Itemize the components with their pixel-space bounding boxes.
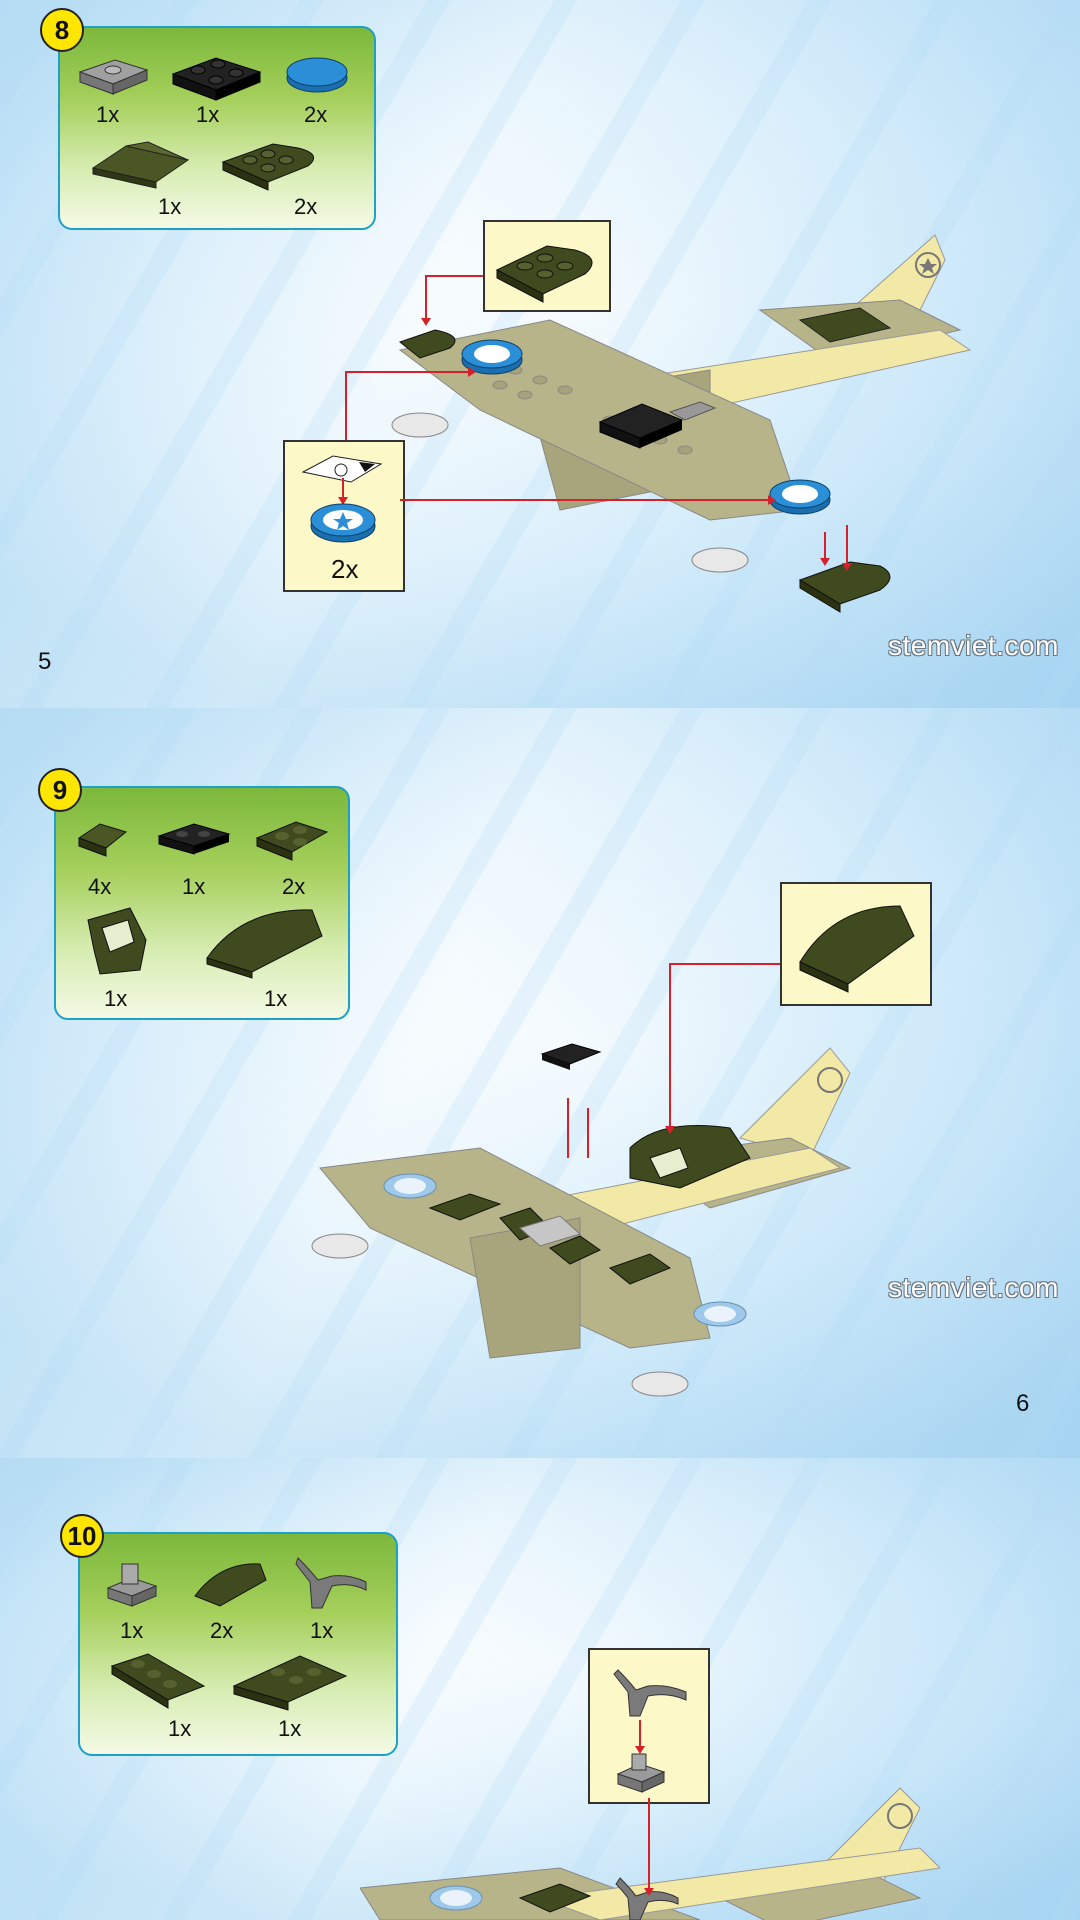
callout-olive-rounded-plate bbox=[483, 220, 611, 312]
airplane-model-step-9 bbox=[311, 1043, 852, 1397]
gray-jumper-plate-part bbox=[78, 59, 149, 95]
assembly-arrow-right-tile bbox=[400, 495, 776, 505]
olive-curved-slope-icon bbox=[799, 905, 915, 993]
part-qty: 1x bbox=[264, 986, 288, 1011]
watermark-text: stemviet.com bbox=[888, 1272, 1059, 1303]
olive-slope-part bbox=[91, 141, 190, 189]
airplane-model-step-8 bbox=[391, 234, 972, 613]
assembly-arrows-step-8 bbox=[345, 367, 760, 500]
olive-curved-slope-part bbox=[194, 1563, 267, 1607]
part-qty: 1x bbox=[182, 874, 206, 899]
part-qty: 1x bbox=[96, 102, 120, 127]
page-number: 5 bbox=[38, 648, 52, 675]
page-number: 6 bbox=[1016, 1390, 1030, 1417]
olive-rounded-plate-part bbox=[221, 143, 315, 191]
part-qty: 1x bbox=[278, 1716, 302, 1741]
part-qty: 1x bbox=[158, 194, 182, 219]
control-stick-to-clip-icon bbox=[613, 1669, 687, 1793]
black-2x2-plate-part bbox=[171, 57, 262, 101]
olive-wedge-plate-right-part bbox=[232, 1655, 348, 1711]
watermark-text: stemviet.com bbox=[888, 630, 1059, 661]
callout-qty: 2x bbox=[331, 554, 359, 584]
parts-list-step-8: 1x 1x 2x 1x 2x bbox=[58, 26, 376, 230]
part-qty: 4x bbox=[88, 874, 112, 899]
olive-windscreen-part bbox=[87, 907, 147, 975]
olive-rounded-plate-icon bbox=[495, 245, 593, 303]
callout-control-stick bbox=[588, 1648, 710, 1804]
part-qty: 2x bbox=[210, 1618, 234, 1643]
step-number-badge: 10 bbox=[60, 1514, 104, 1558]
assembly-arrow-step-10 bbox=[644, 1798, 654, 1896]
parts-list-step-9: 4x 1x 2x 1x 1x bbox=[54, 786, 350, 1020]
gray-control-stick-part bbox=[295, 1557, 367, 1609]
part-qty: 1x bbox=[310, 1618, 334, 1643]
part-qty: 1x bbox=[168, 1716, 192, 1741]
callout-blue-tile-sticker: 2x bbox=[283, 440, 405, 592]
step-number-badge: 9 bbox=[38, 768, 82, 812]
part-qty: 2x bbox=[294, 194, 318, 219]
instruction-page-5: 1x 1x 2x 1x 2x bbox=[0, 0, 1080, 708]
sticker-to-tile-icon bbox=[301, 455, 383, 543]
airplane-model-step-10 bbox=[360, 1787, 940, 1920]
part-qty: 1x bbox=[120, 1618, 144, 1643]
blue-round-tile-part bbox=[286, 57, 348, 93]
callout-olive-curved-slope bbox=[780, 882, 932, 1006]
part-qty: 1x bbox=[196, 102, 220, 127]
gray-clip-plate-part bbox=[106, 1563, 158, 1607]
instruction-page-6: 4x 1x 2x 1x 1x 9 bbox=[0, 708, 1080, 1458]
olive-curved-slope-part bbox=[206, 909, 323, 979]
part-qty: 2x bbox=[304, 102, 328, 127]
part-qty: 1x bbox=[104, 986, 128, 1011]
step-number-badge: 8 bbox=[40, 8, 84, 52]
assembly-arrows-step-9 bbox=[567, 963, 780, 1158]
instruction-page-7: 1x 2x 1x 1x 1x 10 bbox=[0, 1458, 1080, 1920]
part-qty: 2x bbox=[282, 874, 306, 899]
olive-wedge-plate-left-part bbox=[110, 1653, 206, 1709]
olive-wing-plate-part bbox=[255, 821, 329, 861]
olive-small-slope-part bbox=[77, 823, 128, 857]
parts-list-step-10: 1x 2x 1x 1x 1x bbox=[78, 1532, 398, 1756]
black-1x2-plate-part bbox=[157, 823, 231, 855]
